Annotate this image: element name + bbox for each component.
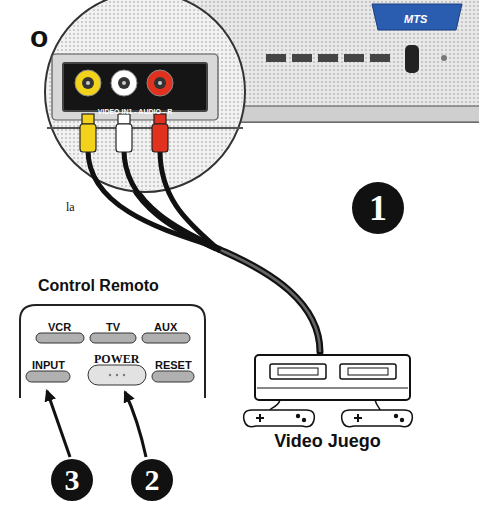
magnifier <box>45 0 245 192</box>
callout-circle: 2 <box>131 459 173 501</box>
rca-plugs <box>80 114 168 152</box>
rca-jack-hole <box>118 77 130 89</box>
callout-circle: 1 <box>352 182 404 234</box>
dpad <box>354 414 362 422</box>
game-console: Video Juego <box>240 352 415 456</box>
console-edge <box>257 387 408 388</box>
button-label: VCR <box>48 321 71 334</box>
input-button <box>26 371 70 382</box>
cartridge-slot <box>340 364 396 379</box>
power-dots <box>109 374 125 376</box>
remote-body <box>20 305 205 398</box>
tv-indicator <box>441 55 447 61</box>
rca-jack <box>75 70 101 96</box>
jack-panel: VIDEO IN1 - AUDIO - R <box>62 62 208 112</box>
remote-top-buttons <box>36 333 190 343</box>
cropped-text: la <box>66 201 75 215</box>
console-drawing <box>240 352 415 432</box>
callout-pointer <box>125 392 146 457</box>
rca-jack <box>147 70 173 96</box>
magnifier-grille <box>47 0 243 190</box>
button-label: INPUT <box>32 359 65 372</box>
pad-button <box>296 414 300 418</box>
button-label: AUX <box>154 321 177 334</box>
video-cable <box>88 150 212 246</box>
callout-pointer <box>47 391 70 457</box>
rca-jack-hole <box>82 77 94 89</box>
button-label: TV <box>106 321 120 334</box>
tv-logo <box>372 4 462 30</box>
panel-label: VIDEO IN1 - AUDIO - R <box>98 107 172 116</box>
tv-front-buttons <box>266 54 390 62</box>
power-button <box>88 365 146 385</box>
pad-button <box>302 418 306 422</box>
console-body <box>255 355 410 400</box>
game-controller <box>244 410 315 427</box>
cartridge-slot <box>270 364 326 379</box>
dpad <box>256 414 264 422</box>
cropped-heading: o <box>30 20 48 55</box>
cartridge-slot <box>348 368 388 375</box>
rca-jack-hole <box>154 77 166 89</box>
callout-number: 1 <box>369 182 387 234</box>
device-label: Video Juego <box>274 430 381 452</box>
pad-button <box>400 418 404 422</box>
remote-title: Control Remoto <box>38 277 159 295</box>
audio-r-cable <box>160 150 220 251</box>
panel-edge <box>47 127 243 129</box>
rca-jack-pin <box>122 81 126 85</box>
button-label: RESET <box>155 359 192 372</box>
cartridge-slot <box>278 368 318 375</box>
tv-power-button <box>405 45 419 73</box>
controller-cord <box>270 400 280 410</box>
callout-number: 2 <box>145 459 160 501</box>
panel-frame <box>52 54 218 120</box>
game-controller <box>342 410 413 427</box>
jack-drawing <box>64 64 210 104</box>
rca-jack-pin <box>158 81 162 85</box>
rca-jack <box>111 70 137 96</box>
reset-button <box>152 371 194 382</box>
callout-circle: 3 <box>51 459 93 501</box>
pad-button <box>394 414 398 418</box>
controller-cord <box>375 400 380 410</box>
brand-logo: MTS <box>404 13 427 26</box>
rca-jack-pin <box>86 81 90 85</box>
callout-number: 3 <box>65 459 80 501</box>
button-label: POWER <box>94 353 139 367</box>
